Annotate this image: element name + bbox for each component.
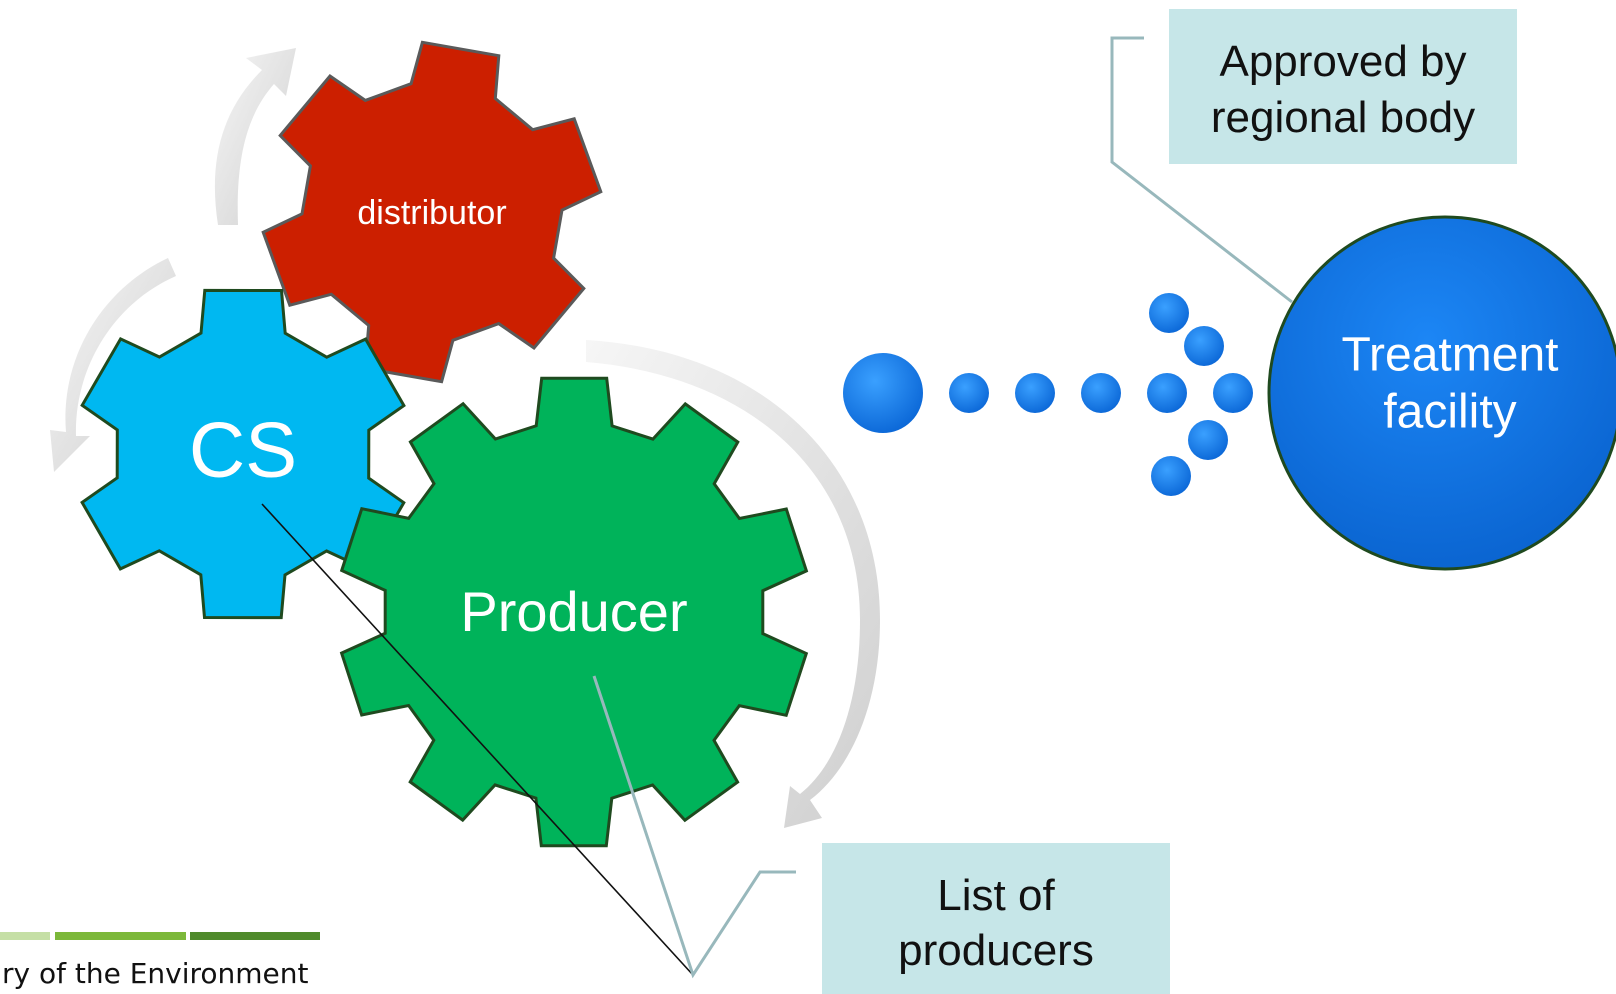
approved-callout-line2: regional body [1211, 93, 1475, 142]
producers-callout-box [822, 843, 1170, 994]
treatment-facility-circle [1267, 215, 1616, 571]
flow-dot [1213, 373, 1253, 413]
producer-label: Producer [460, 580, 687, 643]
producers-callout: List of producers [822, 843, 1170, 994]
flow-dot [1147, 373, 1187, 413]
flow-dot [1188, 420, 1228, 460]
approved-callout-line1: Approved by [1219, 37, 1466, 86]
cs-gear: CS [80, 288, 406, 620]
flow-dot [1015, 373, 1055, 413]
treatment-facility: Treatment facility [1267, 215, 1616, 571]
flow-dot [1081, 373, 1121, 413]
arrow-up-to-distributor [214, 48, 296, 225]
flow-dot [1151, 456, 1191, 496]
leader-lines [261, 36, 1293, 979]
flow-dot-large [843, 353, 923, 433]
approved-leader-line [1110, 36, 1293, 304]
treatment-facility-label-line2: facility [1383, 386, 1516, 439]
footer-bar-dark [190, 932, 320, 940]
flow-dot [1149, 293, 1189, 333]
producers-callout-line1: List of [937, 871, 1055, 920]
footer-bar-mid [55, 932, 186, 940]
producers-callout-line2: producers [898, 926, 1094, 975]
producer-gear: Producer [339, 376, 809, 848]
flow-dots [843, 293, 1253, 496]
cs-label: CS [189, 406, 297, 494]
cycle-arrows [50, 48, 880, 828]
approved-callout: Approved by regional body [1169, 9, 1517, 164]
footer-bar-light [0, 932, 50, 940]
treatment-facility-label-line1: Treatment [1342, 329, 1559, 382]
footer-branding: ry of the Environment [0, 932, 320, 990]
cs-gear-shape [80, 288, 406, 620]
flow-dot [949, 373, 989, 413]
distributor-gear: distributor [261, 40, 603, 384]
producer-gear-shape [339, 376, 809, 848]
arrow-down-to-left [50, 258, 176, 472]
flow-dot [1184, 326, 1224, 366]
arrow-producer-cycle [586, 340, 880, 828]
cs-leader-line [261, 503, 694, 976]
footer-ministry-text: ry of the Environment [2, 957, 309, 990]
producer-leader-line [592, 675, 796, 979]
approved-callout-box [1169, 9, 1517, 164]
distributor-gear-shape [261, 40, 603, 384]
distributor-label: distributor [357, 194, 506, 232]
